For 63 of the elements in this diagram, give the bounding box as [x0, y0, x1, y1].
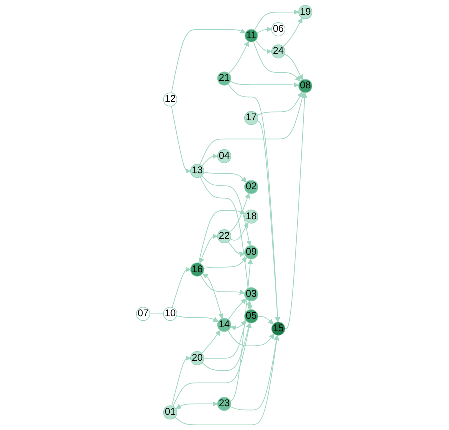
- arrow: [258, 316, 274, 325]
- arrow: [172, 267, 191, 308]
- arrow: [172, 322, 252, 407]
- arrow: [176, 316, 219, 322]
- arrow: [202, 176, 252, 246]
- arrow: [204, 257, 248, 269]
- arrow: [230, 335, 280, 411]
- arrow: [171, 106, 191, 174]
- node-circle: 08: [298, 79, 313, 94]
- arrow: [253, 42, 302, 82]
- node-circle: 20: [190, 351, 204, 366]
- arrow: [255, 40, 272, 54]
- node-circle: 11: [244, 29, 258, 43]
- arrow: [230, 259, 254, 402]
- arrow: [284, 92, 308, 330]
- node-circle: 14: [217, 318, 232, 332]
- arrow: [171, 28, 246, 94]
- arrow: [256, 26, 272, 34]
- node-circle: 10: [163, 307, 178, 322]
- arrow: [254, 10, 300, 31]
- node-circle: 03: [244, 287, 259, 302]
- arrow: [202, 274, 224, 319]
- arrow: [257, 92, 303, 116]
- node-circle: 06: [272, 22, 286, 37]
- node-circle: 05: [244, 310, 259, 324]
- arrow: [172, 356, 191, 407]
- arrow: [282, 18, 303, 48]
- arrow: [199, 234, 218, 264]
- arrow: [229, 193, 250, 233]
- node-circle: 01: [163, 406, 178, 420]
- node-circle: 15: [272, 322, 286, 336]
- arrow: [230, 320, 247, 331]
- arrow: [175, 335, 280, 426]
- arrow: [228, 242, 246, 258]
- node-circle: 07: [136, 307, 150, 322]
- arrow: [202, 330, 221, 354]
- arrow: [230, 81, 300, 88]
- node-circle: 19: [298, 5, 313, 20]
- node-circle: 09: [244, 246, 259, 260]
- arrow: [228, 41, 250, 74]
- node-circle: 13: [190, 164, 204, 178]
- node-circle: 04: [217, 149, 232, 164]
- node-circle: 17: [244, 111, 259, 126]
- node-circle: 24: [272, 44, 286, 59]
- arrow: [200, 176, 253, 310]
- arrow: [228, 330, 275, 346]
- arrow: [200, 275, 246, 296]
- node-circle: 12: [163, 92, 178, 107]
- node-circle: 21: [217, 72, 232, 86]
- arrow: [228, 84, 281, 322]
- arrow: [284, 54, 304, 80]
- arrow: [228, 298, 247, 320]
- arrow: [198, 210, 246, 264]
- node-circle: 18: [244, 210, 259, 224]
- arrow: [204, 300, 252, 359]
- arrow: [202, 154, 218, 167]
- node-circle: 23: [217, 397, 232, 412]
- node-circle: 02: [244, 180, 259, 194]
- node-circle: 16: [190, 262, 204, 277]
- arrow: [230, 222, 249, 241]
- arrow: [204, 172, 248, 183]
- arrow: [176, 401, 218, 410]
- node-circle: 22: [217, 229, 232, 244]
